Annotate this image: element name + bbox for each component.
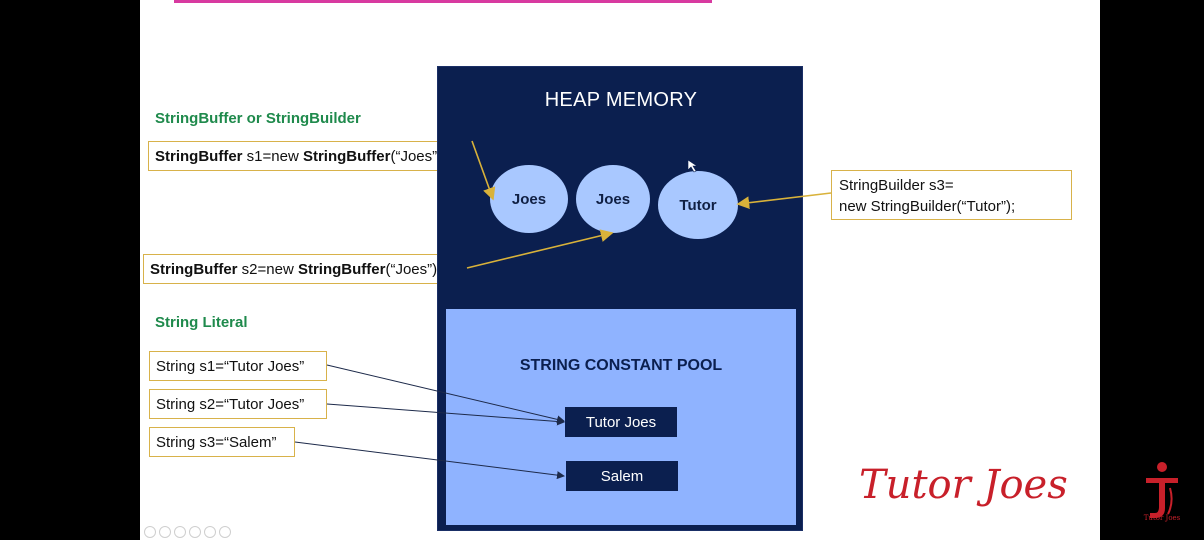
literal-s3-box: String s3=“Salem”	[149, 427, 295, 457]
literal-s1-box: String s1=“Tutor Joes”	[149, 351, 327, 381]
arrow-s2-to-joes-2	[466, 229, 614, 269]
logo-caption: Tutor Joes	[1143, 514, 1181, 522]
literal-section-heading: String Literal	[155, 314, 248, 331]
mouse-cursor-icon	[687, 159, 698, 173]
s2-arg: (“Joes”);	[385, 261, 442, 278]
builder-line-1: StringBuilder s3=	[839, 177, 954, 194]
arrow-literal-s3-to-salem	[294, 441, 565, 480]
s2-type: StringBuffer	[150, 261, 238, 278]
heap-object-joes-2: Joes	[576, 165, 650, 233]
nav-prev-icon[interactable]	[144, 526, 156, 538]
s2-ctor: StringBuffer	[297, 261, 386, 278]
tutor-joes-logo-icon	[1146, 462, 1178, 518]
pool-value-tutor-joes: Tutor Joes	[565, 407, 677, 437]
arrow-literal-s1-to-tutor-joes	[326, 364, 565, 424]
tutor-joes-brand: Tutor Joes	[859, 462, 1068, 508]
s1-arg: (“Joes”);	[390, 148, 447, 165]
arrow-s3-to-tutor	[736, 192, 832, 210]
pool-title: STRING CONSTANT POOL	[519, 357, 723, 374]
reference-arrows	[294, 140, 832, 480]
pool-value-salem: Salem	[566, 461, 678, 491]
s1-ctor: StringBuffer	[302, 148, 391, 165]
s1-type: StringBuffer	[155, 148, 243, 165]
literal-s2-box: String s2=“Tutor Joes”	[149, 389, 327, 419]
nav-more-icon[interactable]	[219, 526, 231, 538]
arrow-literal-s2-to-tutor-joes	[326, 403, 565, 426]
heap-object-tutor: Tutor	[658, 171, 738, 239]
s2-mid: s2=new	[237, 261, 298, 278]
builder-line-2: new StringBuilder(“Tutor”);	[839, 198, 1016, 215]
nav-zoom-icon[interactable]	[204, 526, 216, 538]
slide: StringBuffer or StringBuilder StringBuff…	[140, 0, 1100, 540]
stringbuffer-s2-box: StringBuffer s2=new StringBuffer(“Joes”)…	[143, 254, 449, 284]
heap-title: HEAP MEMORY	[544, 89, 698, 111]
top-progress-bar	[174, 0, 712, 3]
nav-slides-icon[interactable]	[189, 526, 201, 538]
nav-next-icon[interactable]	[159, 526, 171, 538]
slide-nav-controls	[144, 526, 231, 538]
stringbuffer-s1-box: StringBuffer s1=new StringBuffer(“Joes”)…	[148, 141, 454, 171]
heap-object-joes-1: Joes	[490, 165, 568, 233]
s1-mid: s1=new	[242, 148, 303, 165]
arrow-s1-to-joes-1	[471, 140, 496, 201]
nav-pen-icon[interactable]	[174, 526, 186, 538]
stringbuilder-s3-box: StringBuilder s3= new StringBuilder(“Tut…	[831, 170, 1072, 220]
buffer-section-heading: StringBuffer or StringBuilder	[155, 110, 361, 127]
